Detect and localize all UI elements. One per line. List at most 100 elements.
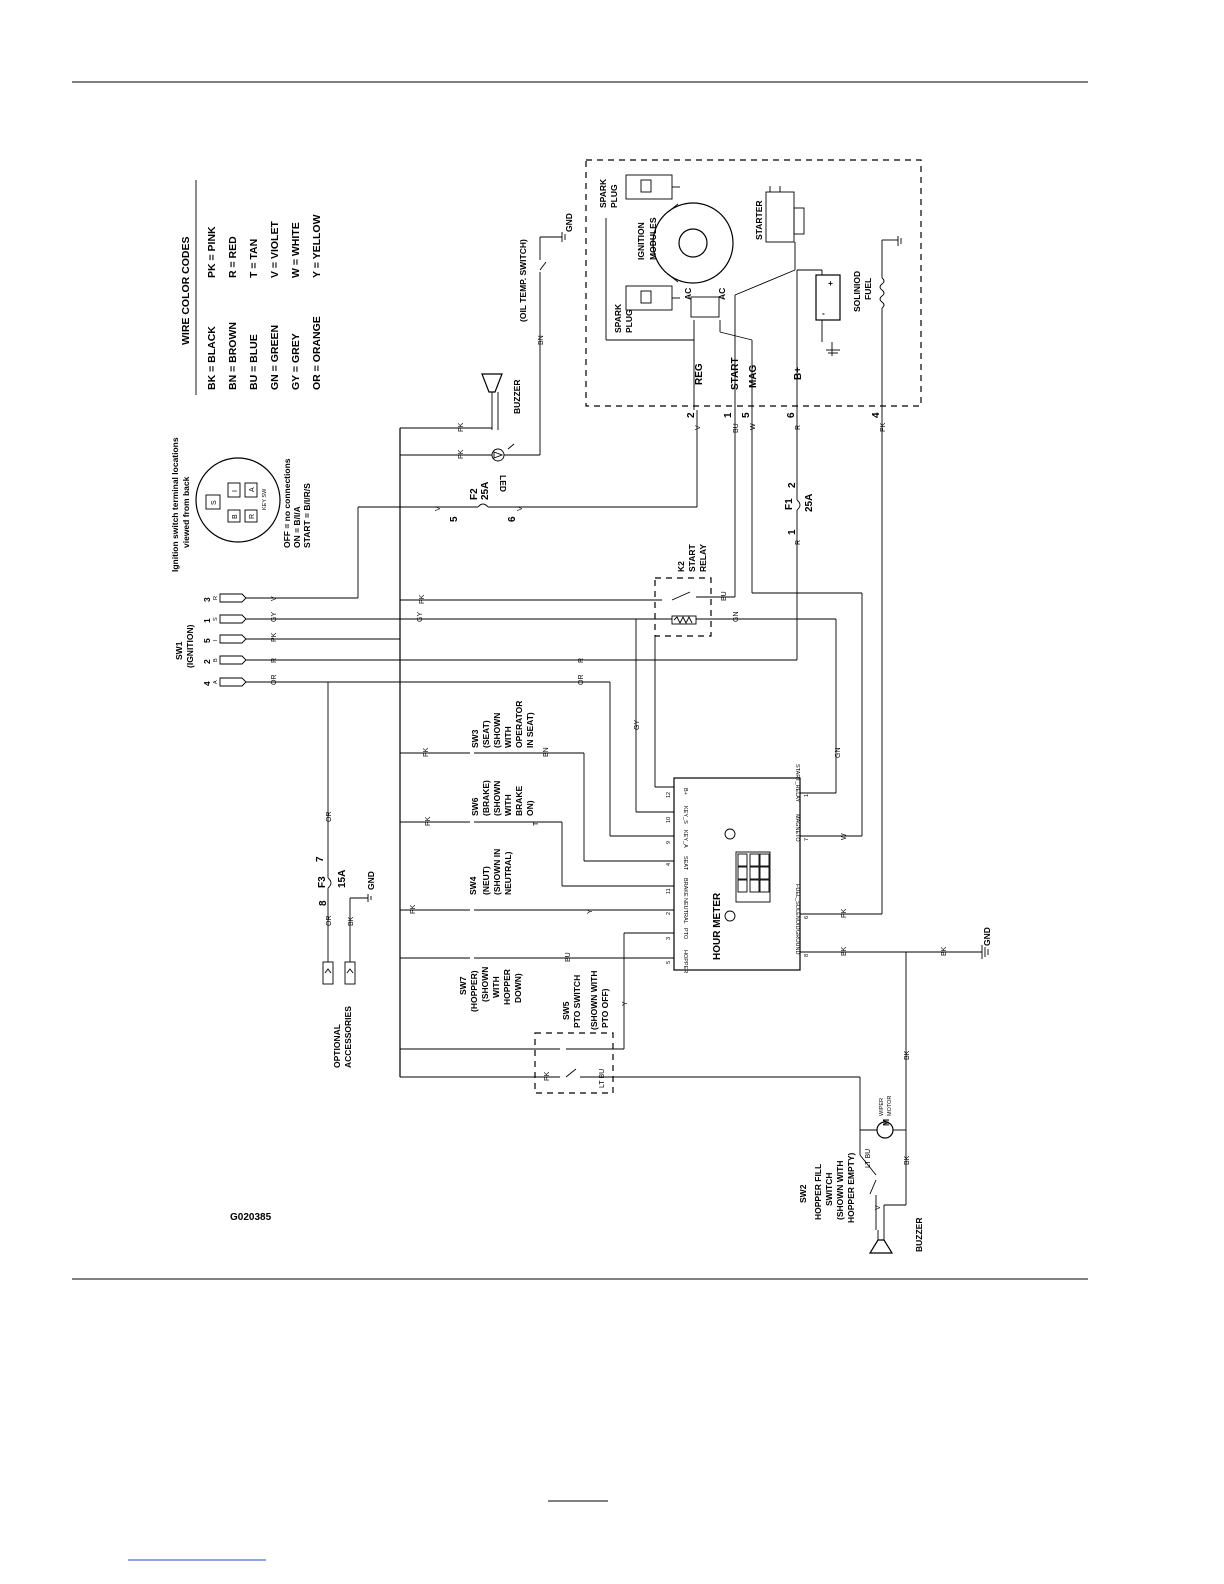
svg-text:2: 2 [666, 912, 672, 915]
sw3-seat: PK BN SW3 (SEAT) (SHOWN WITH OPERATOR IN… [400, 701, 674, 862]
svg-text:PK: PK [458, 449, 465, 459]
svg-text:OFF = no connections: OFF = no connections [282, 458, 292, 548]
svg-text:DOWN): DOWN) [513, 973, 523, 1003]
svg-text:WITH: WITH [503, 794, 513, 816]
svg-text:R: R [249, 514, 256, 519]
svg-text:WITH: WITH [503, 726, 513, 748]
svg-text:A: A [213, 680, 219, 684]
svg-text:1: 1 [804, 794, 810, 797]
svg-text:SPARK: SPARK [598, 178, 608, 208]
svg-text:7: 7 [804, 838, 810, 841]
svg-text:4: 4 [202, 681, 212, 686]
svg-text:8: 8 [318, 900, 329, 906]
svg-text:HOPPER FILL: HOPPER FILL [813, 1164, 823, 1220]
svg-text:PK: PK [544, 1071, 551, 1081]
svg-text:25A: 25A [804, 494, 815, 512]
svg-text:REG: REG [694, 363, 705, 385]
legend-bk: BK = BLACK [206, 326, 218, 390]
svg-text:V: V [435, 506, 442, 511]
svg-text:5: 5 [741, 412, 752, 418]
svg-text:PLUG: PLUG [624, 309, 634, 333]
svg-text:W: W [841, 833, 848, 840]
svg-text:BK: BK [904, 1155, 911, 1165]
svg-text:V: V [695, 425, 702, 430]
ground-bus: GND BK BK BK BK [800, 927, 992, 1205]
svg-text:B: B [232, 514, 239, 519]
svg-text:+: + [828, 278, 833, 288]
wiper-motor: M WIPER MOTOR [860, 1096, 906, 1139]
svg-text:GND: GND [982, 927, 992, 946]
legend-or: OR = ORANGE [311, 316, 323, 390]
starter-motor: STARTER [754, 186, 805, 243]
svg-text:PLUG: PLUG [609, 184, 619, 208]
svg-text:(SEAT): (SEAT) [481, 720, 491, 748]
svg-text:S: S [211, 500, 218, 505]
svg-text:PK: PK [425, 816, 432, 826]
sw4-neutral: PK Y SW4 (NEUT) (SHOWN IN NEUTRAL) [400, 849, 674, 914]
svg-text:BUZZER: BUZZER [914, 1218, 924, 1252]
svg-text:FUEL: FUEL [863, 278, 873, 300]
svg-text:7: 7 [315, 856, 326, 862]
svg-text:PK: PK [423, 747, 430, 757]
svg-text:LT BU: LT BU [599, 1069, 606, 1088]
svg-text:BU: BU [733, 423, 740, 433]
svg-text:IN SEAT): IN SEAT) [525, 712, 535, 748]
svg-text:(SHOWN IN: (SHOWN IN [492, 849, 502, 895]
svg-text:GROUND: GROUND [794, 930, 800, 954]
fuel-solenoid: SOLINIOD FUEL [852, 236, 902, 320]
spark-plug-top: SPARK PLUG [598, 174, 680, 208]
svg-text:PK: PK [271, 632, 278, 642]
buzzer-top: BUZZER [481, 373, 522, 430]
svg-text:KEY_S: KEY_S [682, 806, 688, 824]
svg-text:BN: BN [538, 335, 545, 345]
svg-text:BK: BK [904, 1050, 911, 1060]
wire-color-legend: WIRE COLOR CODES BK = BLACK BN = BROWN B… [180, 180, 323, 395]
svg-text:HOPPER EMPTY): HOPPER EMPTY) [846, 1152, 856, 1223]
svg-text:6: 6 [507, 516, 518, 522]
svg-text:-: - [822, 308, 825, 318]
svg-text:OPTIONAL: OPTIONAL [332, 1024, 342, 1068]
legend-t: T = TAN [248, 239, 260, 278]
svg-text:15A: 15A [337, 870, 348, 888]
svg-text:KEY_A: KEY_A [682, 830, 688, 848]
battery: + - [815, 270, 841, 356]
sw1-terminal-4: 4 A OR OR [202, 675, 674, 837]
spark-plug-bottom: SPARK PLUG [613, 285, 680, 333]
svg-text:5: 5 [202, 638, 212, 643]
svg-text:6: 6 [786, 412, 797, 418]
svg-text:3: 3 [666, 937, 672, 940]
svg-text:SW4: SW4 [468, 876, 478, 895]
sw6-brake: PK T SW6 (BRAKE) (SHOWN WITH BRAKE ON) [400, 780, 674, 887]
svg-text:SW5: SW5 [561, 1001, 571, 1020]
sw1-terminal-5: 5 I PK [202, 632, 400, 644]
svg-text:WITH: WITH [491, 976, 501, 998]
svg-text:LED: LED [498, 475, 508, 492]
svg-text:MAG: MAG [748, 364, 759, 388]
buzzer-bottom: BUZZER [868, 1204, 924, 1254]
svg-text:F1: F1 [784, 498, 795, 510]
svg-text:MOTOR: MOTOR [887, 1096, 893, 1116]
legend-gy: GY = GREY [290, 333, 302, 390]
legend-title: WIRE COLOR CODES [180, 236, 192, 345]
svg-text:OR: OR [326, 812, 333, 823]
svg-text:4: 4 [666, 863, 672, 866]
svg-text:OR: OR [578, 675, 585, 686]
svg-text:M: M [881, 1119, 891, 1126]
svg-text:5: 5 [449, 516, 460, 522]
svg-text:R: R [795, 425, 802, 430]
svg-text:PK: PK [880, 422, 887, 432]
k2-start-relay: K2 START RELAY PK BU GN GN [400, 410, 842, 794]
svg-text:12: 12 [666, 792, 672, 798]
svg-text:SW2: SW2 [798, 1184, 808, 1203]
engine-pins: REG START MAG B+ 2 1 5 6 4 V BU W R PK [686, 357, 887, 433]
svg-text:AC: AC [717, 288, 727, 300]
svg-text:OR: OR [271, 675, 278, 686]
legend-w: W = WHITE [290, 222, 302, 278]
svg-text:GY: GY [634, 720, 641, 730]
legend-r: R = RED [227, 236, 239, 278]
legend-bn: BN = BROWN [227, 322, 239, 390]
svg-text:AC: AC [683, 288, 693, 300]
legend-pk: PK = PINK [206, 226, 218, 278]
sw1-ignition: SW1 (IGNITION) 3 R V 1 S GY GY 5 I PK 2 [174, 507, 797, 837]
